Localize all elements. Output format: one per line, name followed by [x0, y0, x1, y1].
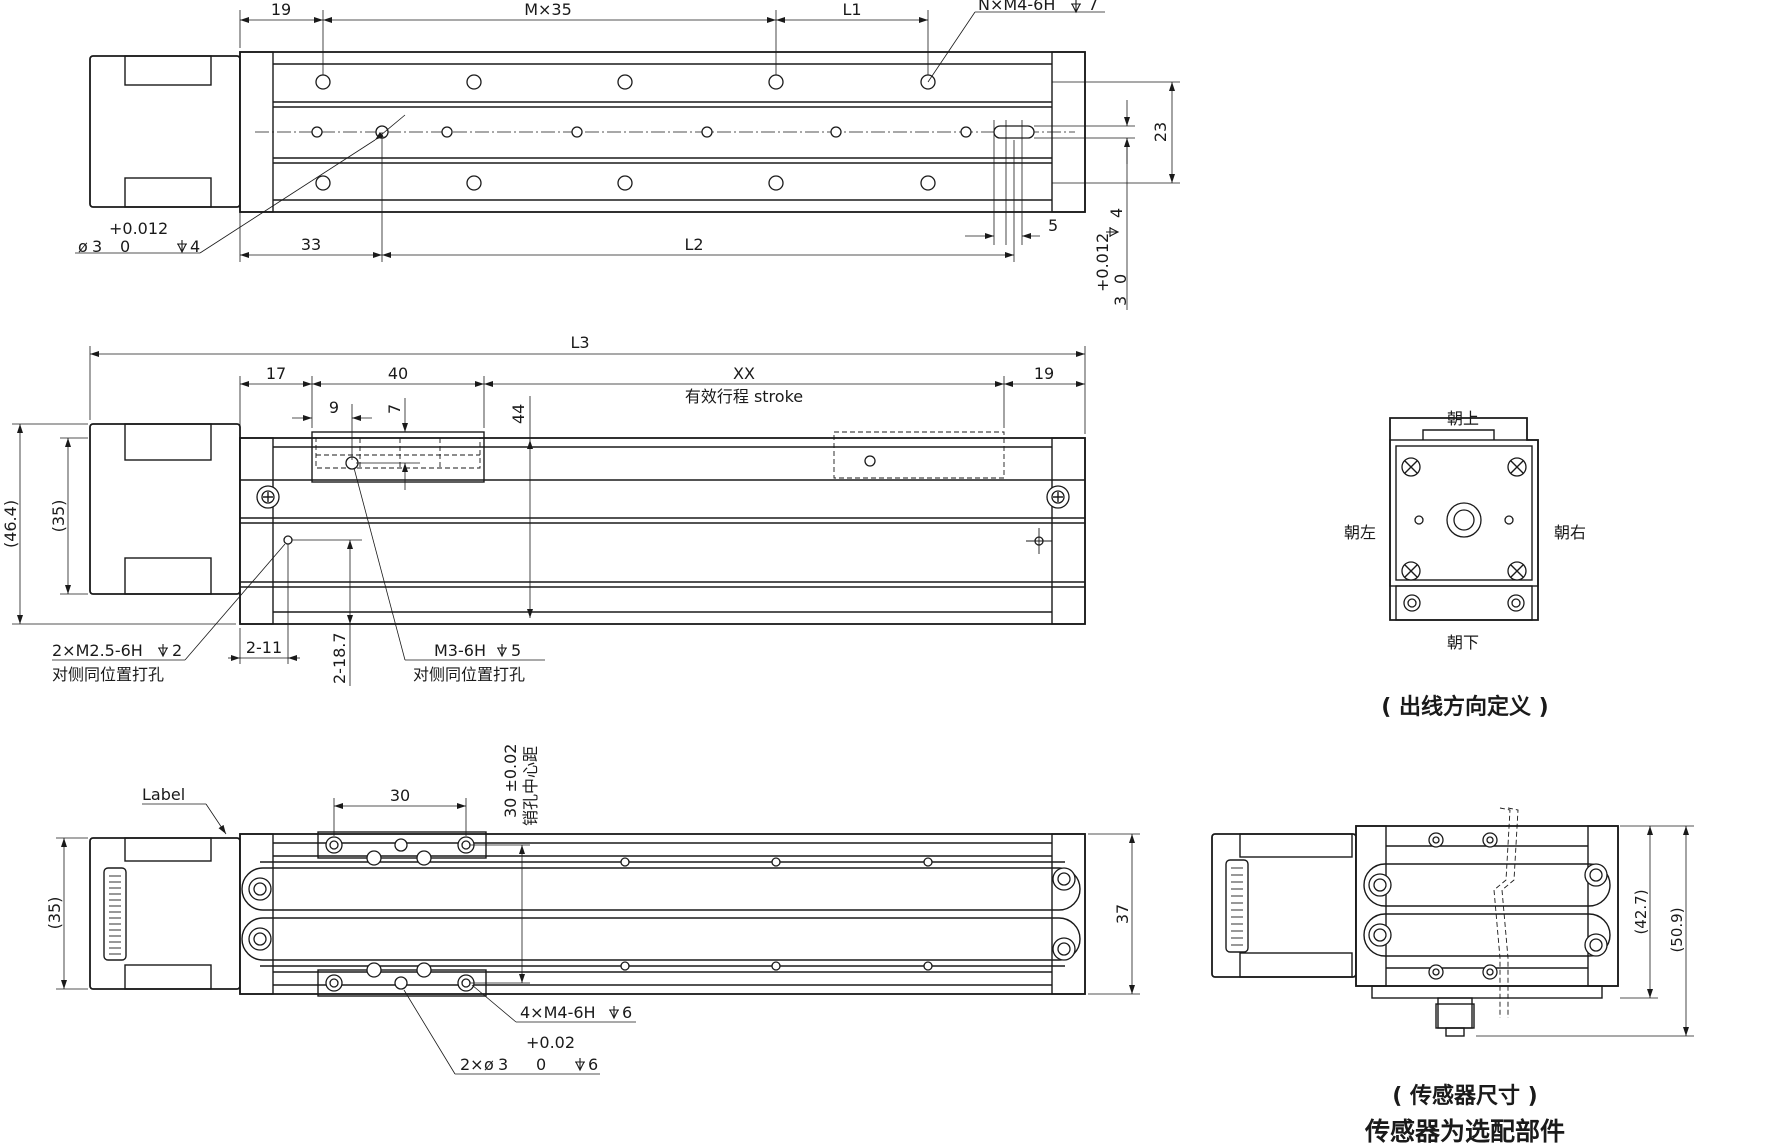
carriage: [311, 431, 485, 483]
cable-direction-view: 朝上 朝下 朝左 朝右 ( 出线方向定义 ): [1344, 409, 1586, 720]
dim-509: (50.9): [1668, 907, 1686, 952]
hole-note-1-depth: 2: [172, 641, 182, 660]
sensor-base: [1371, 985, 1603, 999]
dim-2-187: 2-18.7: [330, 632, 349, 684]
top-view: 19 M×35 L1 N×M4-6H 7 23 5 4 +0.012 3 0: [75, 0, 1180, 310]
motor-tab: [124, 837, 212, 862]
motor-body: [1211, 833, 1357, 978]
pin-depth-top: 4: [190, 237, 200, 256]
pin-zero-bottom: 0: [536, 1055, 546, 1074]
pin-tol-top: +0.012: [109, 219, 168, 238]
center-holes: [311, 125, 1035, 139]
mount-holes-lower: [315, 175, 936, 191]
rail-upper: [241, 867, 1081, 911]
slot-depth: 4: [1107, 208, 1126, 218]
dim-19-top: 19: [271, 0, 291, 19]
pin-dia-symbol-bottom: ø: [484, 1055, 494, 1074]
dim-37: 37: [1113, 904, 1132, 924]
cable-caption: ( 出线方向定义 ): [1381, 694, 1548, 720]
motor-tab: [124, 557, 212, 595]
dir-down: 朝下: [1447, 633, 1479, 652]
actuator-body-side: [239, 437, 1086, 625]
dim-23: 23: [1151, 122, 1170, 142]
dim-19-side: 19: [1034, 364, 1054, 383]
dim-40: 40: [388, 364, 408, 383]
slot-zero: 0: [1111, 274, 1130, 284]
pin-dia-bottom: 3: [498, 1055, 508, 1074]
dim-l1: L1: [842, 0, 861, 19]
slot-size: 3: [1111, 296, 1130, 306]
pin-center-tol: 30 ±0.02: [501, 744, 520, 818]
screw: [1046, 485, 1070, 509]
dim-464: (46.4): [1, 500, 20, 548]
dim-35-bottom: (35): [45, 897, 64, 930]
dir-right: 朝右: [1554, 523, 1586, 542]
dim-30: 30: [390, 786, 410, 805]
pin-depth-bottom: 6: [588, 1055, 598, 1074]
motor-tab: [124, 177, 212, 208]
corner-screws: [1401, 457, 1527, 581]
hole-note-2-depth: 5: [511, 641, 521, 660]
carriage-end-position: [833, 431, 1005, 479]
hole-note-1-sub: 对侧同位置打孔: [52, 665, 164, 684]
dir-left: 朝左: [1344, 523, 1376, 542]
dim-mx35: M×35: [524, 0, 572, 19]
screw: [256, 485, 280, 509]
motor-tab: [124, 964, 212, 990]
motor-tab: [124, 423, 212, 461]
dim-33: 33: [301, 235, 321, 254]
dim-xx: XX: [733, 364, 755, 383]
hole-note-bottom-depth: 6: [622, 1003, 632, 1022]
dim-7: 7: [385, 404, 404, 414]
slot-hole: [993, 125, 1035, 139]
dir-up: 朝上: [1447, 409, 1479, 428]
body-holes: [620, 857, 933, 971]
note-nxm4-depth: 7: [1088, 0, 1098, 14]
label-callout: Label: [142, 785, 185, 804]
sensor-note: 传感器为选配部件: [1364, 1117, 1565, 1146]
hole-note-bottom: 4×M4-6H: [520, 1003, 596, 1022]
pin-zero-top: 0: [120, 237, 130, 256]
dim-9: 9: [329, 398, 339, 417]
bottom-view: 30 30 ±0.02 销孔中心距 (35) 37 Label 4×M4-6H …: [45, 744, 1140, 1075]
connector-pins: [109, 875, 121, 955]
rail-lower: [241, 917, 1081, 961]
dim-2-11: 2-11: [246, 638, 282, 657]
connector: [103, 867, 127, 961]
motor-tab: [124, 55, 212, 86]
motor-body: [89, 55, 241, 208]
dim-17: 17: [266, 364, 286, 383]
m25-hole: [283, 535, 293, 545]
motor-body: [89, 423, 241, 595]
dim-l3: L3: [570, 333, 589, 352]
pin-tol-bottom: +0.02: [526, 1033, 575, 1052]
dim-427: (42.7): [1632, 889, 1650, 934]
dim-5: 5: [1048, 216, 1058, 235]
pin-prefix-bottom: 2×: [460, 1055, 484, 1074]
pin-dia-symbol: ø: [78, 237, 88, 256]
side-view: L3 17 40 XX 有效行程 stroke 19 9 7 44 (46.4): [1, 333, 1086, 686]
sensor-view: (42.7) (50.9) ( 传感器尺寸 ) 传感器为选配部件: [1211, 807, 1694, 1146]
connector: [1225, 859, 1249, 953]
pin-center-cn: 销孔中心距: [521, 746, 540, 826]
note-nxm4: N×M4-6H: [978, 0, 1055, 14]
dim-l2: L2: [684, 235, 703, 254]
sensor-caption: ( 传感器尺寸 ): [1392, 1083, 1537, 1109]
hole-note-1: 2×M2.5-6H: [52, 641, 143, 660]
slot-tol: +0.012: [1093, 233, 1112, 292]
stroke-label: 有效行程 stroke: [685, 387, 803, 406]
dim-44: 44: [509, 404, 528, 424]
pin-dia-top: 3: [92, 237, 102, 256]
hole-note-2: M3-6H: [434, 641, 486, 660]
base-plate: [1395, 585, 1533, 621]
hole-note-2-sub: 对侧同位置打孔: [413, 665, 525, 684]
dim-35-side: (35): [49, 500, 68, 533]
